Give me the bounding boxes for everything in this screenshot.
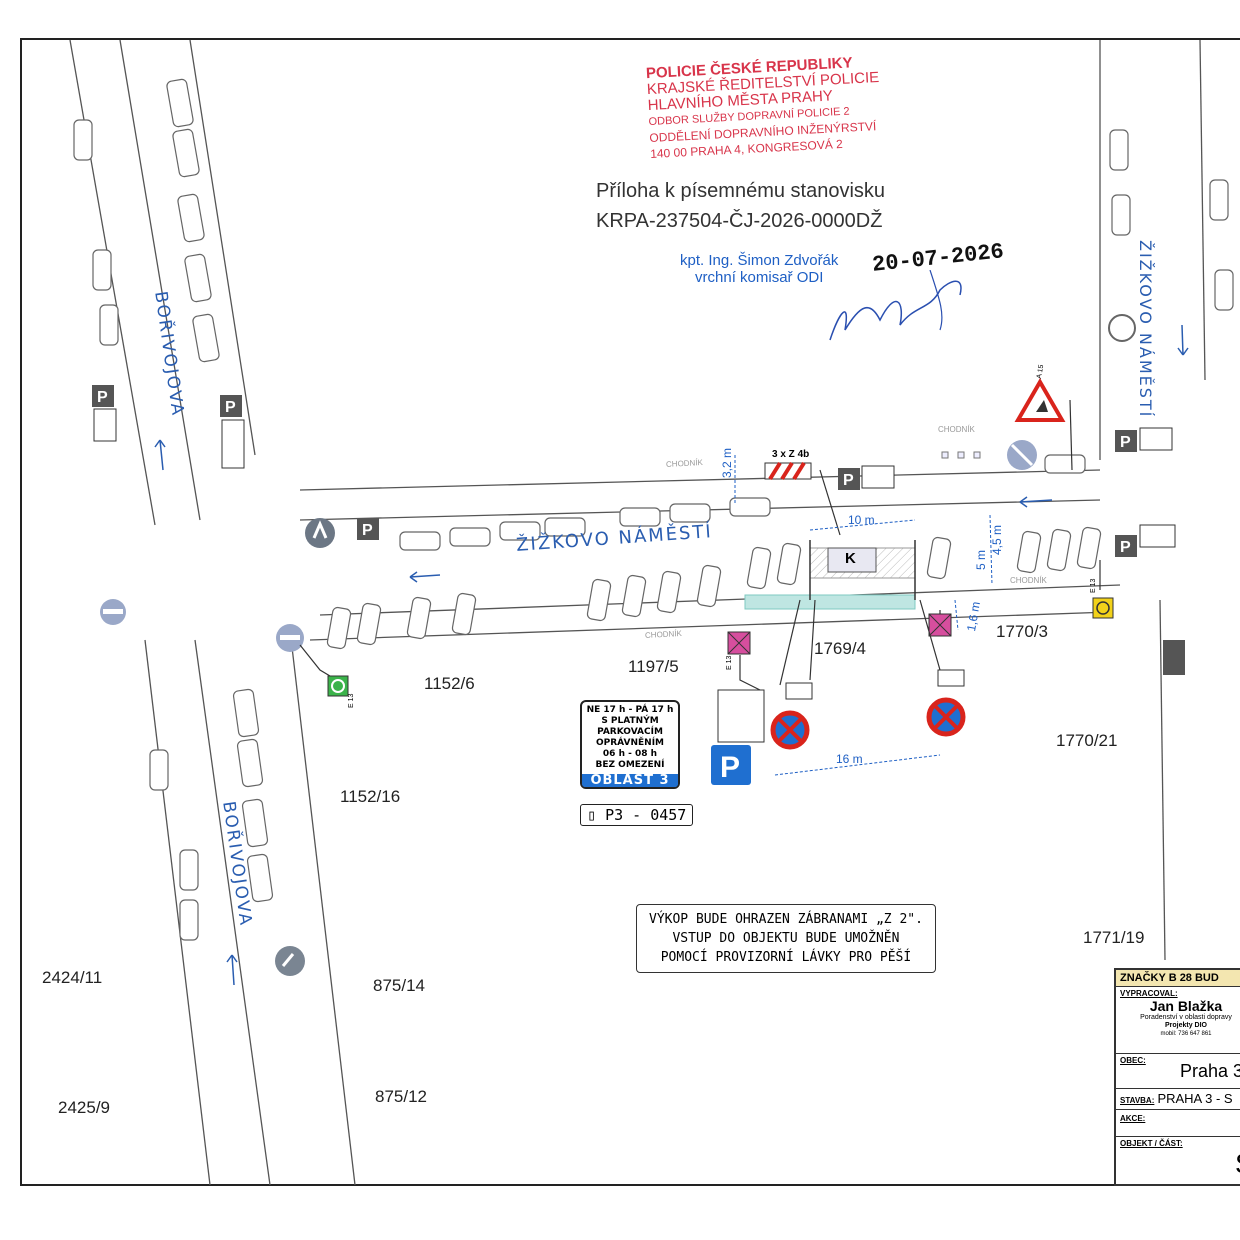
svg-text:P: P: [1120, 539, 1131, 556]
sidewalk-label: CHODNÍK: [938, 425, 975, 434]
annex-title: Příloha k písemnému stanovisku: [596, 180, 886, 202]
e13-label: E 13: [1090, 578, 1097, 593]
title-block-prepared: VYPRACOVAL: Jan Blažka Poradenství v obl…: [1116, 987, 1240, 1054]
prepared-name: Jan Blažka: [1149, 998, 1223, 1014]
parked-cars-bottom: [149, 688, 274, 941]
annex-ref: KRPA-237504-ČJ-2026-0000DŽ: [596, 210, 883, 232]
parcel-label: 2424/11: [42, 968, 103, 987]
e13-label: E 13: [348, 693, 355, 708]
signature: [829, 270, 962, 341]
dimension-5m: 5 m: [974, 549, 988, 570]
parcel-label: 2425/9: [58, 1098, 110, 1117]
officer-role: vrchní komisař ODI: [695, 269, 824, 286]
parcel-label: 1770/21: [1056, 731, 1118, 750]
work-zone: [744, 540, 916, 610]
barrier-z4b: [764, 461, 841, 536]
zone-line-1: NE 17 h - PÁ 17 h: [586, 705, 674, 715]
note-line-1: VÝKOP BUDE OHRAZEN ZÁBRANAMI „Z 2".: [649, 912, 923, 927]
parcel-label: 1770/3: [996, 622, 1048, 641]
barrier-label: 3 x Z 4b: [772, 449, 810, 460]
sidewalk-label: CHODNÍK: [644, 629, 683, 640]
e13-label: E 13: [726, 655, 733, 670]
stavba-value: PRAHA 3 - S: [1157, 1091, 1233, 1106]
small-markers: [941, 451, 981, 459]
e13-signs: [327, 597, 1114, 697]
zone-line-4: OPRÁVNĚNÍM: [595, 738, 664, 748]
leader-lines: [299, 399, 1101, 691]
title-block-objekt: OBJEKT / ČÁST: S: [1116, 1137, 1240, 1191]
zone-oblast: OBLAST 3: [582, 774, 678, 787]
parcel-label: 1771/19: [1083, 928, 1145, 947]
parked-cars-zizkovo: [326, 129, 1234, 650]
objekt-label: OBJEKT / ČÁST:: [1120, 1139, 1183, 1148]
dimension-16m: 16 m: [836, 752, 863, 766]
note-line-3: POMOCÍ PROVIZORNÍ LÁVKY PRO PĚŠÍ: [660, 950, 912, 965]
police-stamp: POLICIE ČESKÉ REPUBLIKY KRAJSKÉ ŘEDITELS…: [646, 54, 883, 162]
title-block-akce: AKCE:: [1116, 1110, 1240, 1137]
parcel-label: 1152/6: [424, 674, 475, 693]
obec-label: OBEC:: [1120, 1056, 1146, 1065]
parked-cars-left: [73, 78, 220, 363]
dimension-10m: 10 m: [848, 513, 875, 527]
phone-icon: ▯: [587, 806, 597, 824]
work-zone-k-label: K: [845, 550, 856, 567]
zone-line-3: PARKOVACÍM: [597, 727, 663, 737]
officer-block: kpt. Ing. Šimon Zdvořák vrchní komisař O…: [680, 252, 838, 286]
svg-text:P: P: [843, 472, 854, 489]
svg-text:P: P: [225, 399, 236, 416]
svg-text:P: P: [1120, 434, 1131, 451]
zone-line-6: BEZ OMEZENÍ: [595, 760, 665, 770]
title-block-header: ZNAČKY B 28 BUD: [1116, 970, 1240, 987]
akce-label: AKCE:: [1120, 1114, 1146, 1123]
parcel-label: 875/12: [375, 1087, 427, 1106]
officer-name: kpt. Ing. Šimon Zdvořák: [680, 252, 839, 269]
zone-phone: P3 - 0457: [605, 806, 687, 824]
parking-zone-info-sign: NE 17 h - PÁ 17 h S PLATNÝM PARKOVACÍM O…: [580, 700, 680, 789]
svg-text:P: P: [720, 751, 740, 784]
objekt-value: S: [1235, 1148, 1240, 1180]
zizkovo-road: [299, 469, 1121, 641]
sidewalk-label: CHODNÍK: [665, 458, 704, 469]
borivojova-road-bottom: [144, 629, 356, 1186]
direction-arrows: [154, 324, 1189, 986]
svg-text:P: P: [97, 389, 108, 406]
title-block-obec: OBEC: Praha 3: [1116, 1054, 1240, 1089]
prepared-mobile: mobil: 736 647 861: [1160, 1031, 1212, 1037]
parking-signs: P P P P P P: [92, 385, 1185, 675]
zone-phone-plate: ▯ P3 - 0457: [580, 804, 694, 826]
prepared-label: VYPRACOVAL:: [1120, 989, 1178, 998]
parcel-label: 1769/4: [814, 639, 866, 658]
street-zizkovo-vertical: ŽIŽKOVO NÁMĚSTÍ: [1136, 240, 1155, 419]
dimension-3-2m: 3,2 m: [720, 447, 734, 478]
obec-value: Praha 3: [1180, 1061, 1240, 1081]
drawing-frame: [20, 38, 1240, 1186]
parcel-label: 875/14: [373, 976, 425, 995]
parcel-label: 1197/5: [628, 657, 679, 676]
warning-sign-a15: [1014, 378, 1066, 422]
parking-zone-sign: P: [711, 689, 765, 785]
svg-text:P: P: [362, 522, 373, 539]
sidewalk-label: CHODNÍK: [1010, 576, 1047, 585]
prepared-desc2: Projekty DIO: [1164, 1022, 1207, 1029]
zizkovo-road-vertical: [1099, 39, 1206, 961]
zone-line-2: S PLATNÝM: [601, 716, 659, 726]
excavation-note: VÝKOP BUDE OHRAZEN ZÁBRANAMI „Z 2". VSTU…: [636, 904, 936, 973]
zone-line-5: 06 h - 08 h: [602, 749, 658, 759]
no-stopping-signs: [770, 669, 966, 750]
parcel-label: 1152/16: [340, 787, 401, 806]
dimension-4-5m: 4,5 m: [990, 524, 1004, 555]
stavba-label: STAVBA:: [1120, 1096, 1155, 1105]
round-signs: [100, 314, 1136, 976]
prepared-desc: Poradenství v oblasti dopravy: [1140, 1014, 1232, 1021]
title-block-stavba: STAVBA: PRAHA 3 - S: [1116, 1089, 1240, 1110]
note-line-2: VSTUP DO OBJEKTU BUDE UMOŽNĚN: [672, 931, 900, 946]
dimension-lines: [734, 455, 993, 776]
title-block: ZNAČKY B 28 BUD VYPRACOVAL: Jan Blažka P…: [1114, 968, 1240, 1186]
